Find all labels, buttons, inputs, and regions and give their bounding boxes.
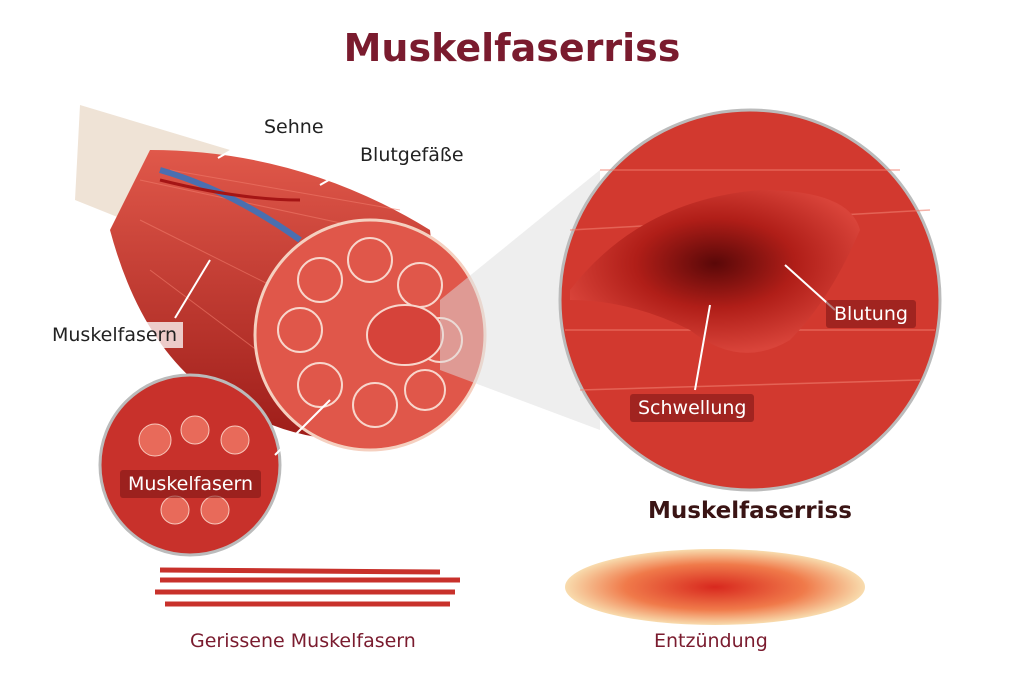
inflammation-illustration [565, 549, 865, 625]
tear-wound [570, 190, 860, 353]
label-torn-fibers: Gerissene Muskelfasern [190, 630, 416, 652]
label-vessels: Blutgefäße [360, 144, 464, 166]
torn-fibers-illustration [155, 567, 460, 607]
tear-caption: Muskelfaserriss [648, 498, 852, 524]
label-swelling: Schwellung [630, 394, 755, 422]
label-inflammation: Entzündung [654, 630, 768, 652]
fascicle [366, 304, 444, 366]
blood-vessel-blue [159, 167, 302, 243]
label-tendon: Sehne [264, 116, 324, 138]
fiber-inset [98, 373, 282, 557]
page-title: Muskelfaserriss [343, 26, 681, 70]
label-bleeding: Blutung [826, 300, 916, 328]
blood-vessel-red [159, 178, 301, 202]
label-fibers: Muskelfasern [46, 322, 184, 348]
label-fibers-inset: Muskelfasern [120, 470, 262, 498]
